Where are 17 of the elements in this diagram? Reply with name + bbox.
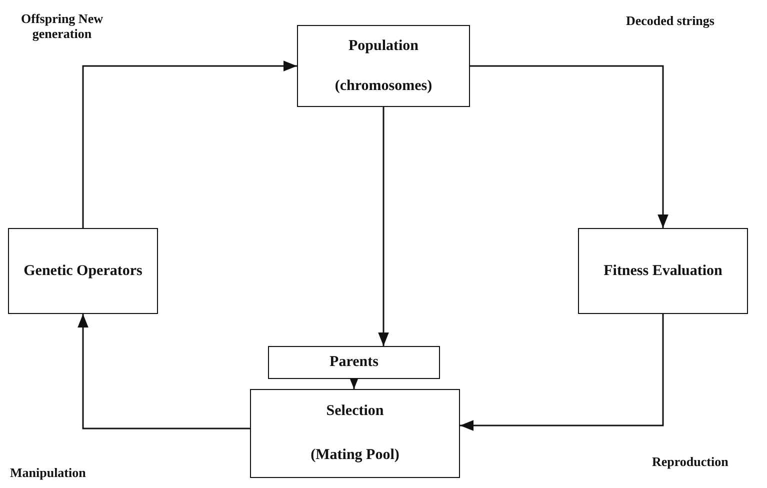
box-text: Fitness Evaluation [604, 262, 722, 280]
arrow [78, 314, 250, 430]
box-text: (Mating Pool) [310, 446, 400, 464]
box-text: Parents [330, 354, 378, 371]
process-box [250, 389, 460, 478]
box-text: (chromosomes) [334, 78, 432, 94]
arrow [470, 65, 668, 228]
process-box [578, 228, 748, 314]
box-text: Genetic Operators [24, 262, 142, 280]
process-box [8, 228, 158, 314]
box-text: Population [348, 38, 419, 54]
arrow [378, 107, 389, 346]
arrow [460, 314, 664, 431]
process-box [297, 25, 470, 107]
box-text: Selection [326, 403, 384, 420]
arrow [82, 60, 297, 228]
process-box [268, 346, 440, 379]
